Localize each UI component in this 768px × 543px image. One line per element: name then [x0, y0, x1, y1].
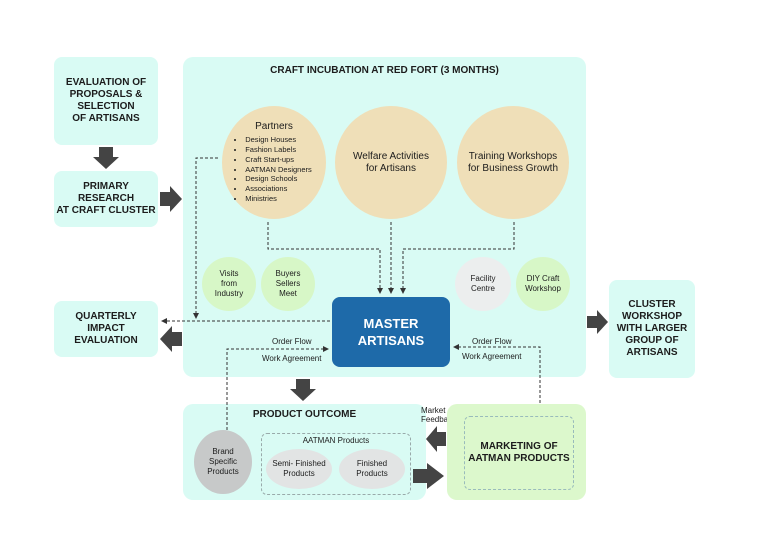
- dashed-order-flow-left: [226, 346, 329, 430]
- list-item: AATMAN Designers: [245, 165, 312, 175]
- diy-circle: DIY Craft Workshop: [516, 257, 570, 311]
- quarterly-evaluation-box: QUARTERLY IMPACT EVALUATION: [54, 301, 158, 357]
- dashed-partners-to-master: [267, 222, 383, 294]
- list-item: Craft Start-ups: [245, 155, 312, 165]
- list-item: Ministries: [245, 194, 312, 204]
- marketing-panel: [447, 404, 586, 500]
- finished-circle: Finished Products: [339, 449, 405, 489]
- partners-circle: Partners Design Houses Fashion Labels Cr…: [222, 106, 326, 219]
- list-item: Design Schools: [245, 174, 312, 184]
- buyers-circle: Buyers Sellers Meet: [261, 257, 315, 311]
- marketing-title: MARKETING OF AATMAN PRODUCTS: [468, 441, 570, 464]
- dashed-order-flow-right: [453, 344, 541, 403]
- work-agreement-label-right: Work Agreement: [462, 352, 522, 361]
- facility-circle: Facility Centre: [455, 257, 511, 311]
- arrow-right-cluster: [587, 310, 608, 334]
- list-item: Design Houses: [245, 135, 312, 145]
- dashed-training-to-master: [400, 222, 515, 294]
- brand-products-circle: Brand Specific Products: [194, 430, 252, 494]
- training-circle: Training Workshops for Business Growth: [457, 106, 569, 219]
- incubation-title: CRAFT INCUBATION AT RED FORT (3 MONTHS): [270, 65, 499, 76]
- list-item: Fashion Labels: [245, 145, 312, 155]
- evaluation-box: EVALUATION OF PROPOSALS & SELECTION OF A…: [54, 57, 158, 145]
- market-feedback-label: Market Feedback: [421, 406, 457, 424]
- aatman-products-group: [261, 433, 411, 495]
- list-item: Associations: [245, 184, 312, 194]
- visits-circle: Visits from Industry: [202, 257, 256, 311]
- arrow-left-feedback: [426, 426, 446, 452]
- cluster-workshop-box: CLUSTER WORKSHOP WITH LARGER GROUP OF AR…: [609, 280, 695, 378]
- arrow-right-research: [160, 186, 182, 212]
- work-agreement-label-left: Work Agreement: [262, 354, 322, 363]
- semi-finished-circle: Semi- Finished Products: [266, 449, 332, 489]
- arrow-down-outcome: [290, 379, 316, 401]
- order-flow-label-right: Order Flow: [472, 337, 512, 346]
- arrow-left-quarterly: [160, 326, 182, 352]
- welfare-circle: Welfare Activities for Artisans: [335, 106, 447, 219]
- arrow-right-marketing: [413, 463, 444, 489]
- marketing-inner-frame: [464, 416, 574, 490]
- dashed-left-loop: [193, 157, 218, 319]
- product-outcome-title: PRODUCT OUTCOME: [252, 409, 357, 420]
- order-flow-label-left: Order Flow: [272, 337, 312, 346]
- partners-list: Design Houses Fashion Labels Craft Start…: [236, 135, 312, 204]
- arrow-down-evaluation: [93, 147, 119, 169]
- aatman-products-label: AATMAN Products: [302, 436, 370, 445]
- master-artisans-box: MASTER ARTISANS: [332, 297, 450, 367]
- primary-research-box: PRIMARY RESEARCH AT CRAFT CLUSTER: [54, 171, 158, 227]
- partners-title: Partners: [255, 121, 293, 133]
